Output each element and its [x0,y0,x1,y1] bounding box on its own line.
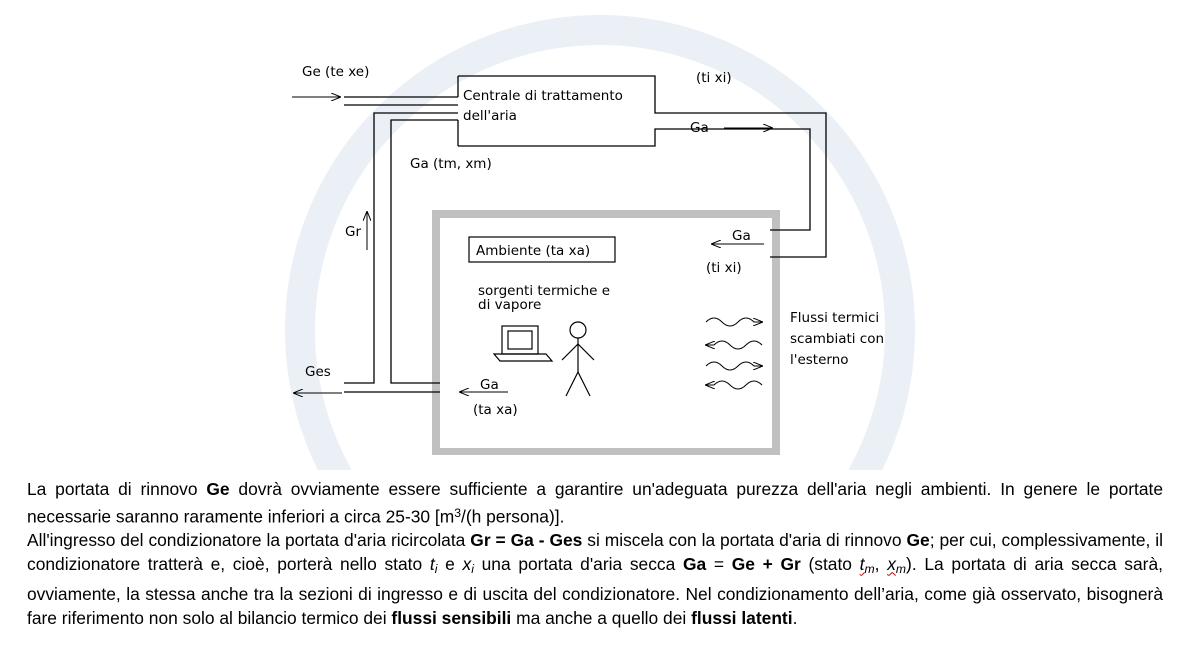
label-ti-xi-room: (ti xi) [706,260,742,276]
text-segment: /(h persona)]. [461,506,565,527]
text-segment: ). La portata di aria secca sarà, ovviam… [27,554,1163,628]
text-segment: All'ingresso del condizionatore la porta… [27,530,471,551]
text-segment: si miscela con la portata d'aria di rinn… [582,530,907,551]
flux-line-3: l'esterno [790,352,849,368]
label-ga-tm: Ga (tm, xm) [410,156,492,172]
term-ga: Ga [682,554,707,575]
plant-box [458,75,827,258]
ambiente-label: Ambiente (ta xa) [476,243,590,259]
paragraph-2: All'ingresso del condizionatore la porta… [27,528,1163,629]
subscript: m [864,562,875,577]
air-conditioning-diagram: Ge (te xe) Centrale di trattamento dell'… [285,15,915,470]
formula-gr: Gr = Ga - Ges [470,530,583,551]
subscript: i [434,562,438,577]
label-ta-xa-exhaust: (ta xa) [473,402,518,418]
sources-line-1: sorgenti termiche e [478,283,610,299]
label-ge: Ge (te xe) [302,64,369,80]
label-ga-exhaust: Ga [480,377,499,393]
text-segment: una portata d'aria secca [473,554,683,575]
term-ge: Ge [906,530,930,551]
var-tm: tm [859,554,875,577]
text-segment: ma anche a quello dei [511,607,692,628]
text-segment: La portata di rinnovo [27,479,207,499]
computer-icon [492,325,554,362]
term-ge: Ge [206,479,230,499]
label-ges: Ges [305,364,331,380]
var-x: x [462,554,472,575]
text-segment: . [792,607,798,628]
var-x: x [887,554,896,575]
subscript: i [471,562,474,577]
text-segment: (stato [800,554,860,575]
var-xm: xm [887,554,907,577]
text-segment: ; per cui, complessivamente, il condizio… [27,530,1164,575]
watermark [285,15,915,470]
ambiente-box [468,236,616,263]
text-segment: dovrà ovviamente essere sufficiente a ga… [27,479,1164,527]
formula-ga: Ge + Gr [731,554,801,575]
label-ga-in: Ga [732,228,751,244]
label-gr: Gr [345,224,361,240]
text-segment: e [437,554,463,575]
label-ti-xi-top: (ti xi) [696,70,732,86]
recirc-duct-outer [344,112,458,384]
text-segment: = [706,554,732,575]
paragraph-1: La portata di rinnovo Ge dovrà ovviament… [27,477,1163,528]
plant-title-2: dell'aria [463,108,517,124]
subscript: m [895,562,907,577]
var-t: t [859,554,865,575]
term-flussi-sensibili: flussi sensibili [391,607,512,628]
plant-title-1: Centrale di trattamento [463,88,623,104]
var-t: t [429,554,435,575]
label-ga-out: Ga [690,120,709,136]
explanation-text: La portata di rinnovo Ge dovrà ovviament… [27,477,1163,630]
flux-line-1: Flussi termici [790,310,879,326]
heat-flux-arrows [706,317,762,390]
superscript: 3 [454,506,461,520]
flux-line-2: scambiati con [790,331,884,347]
sources-line-2: di vapore [478,297,541,313]
text-segment: , [874,554,888,575]
person-icon [561,321,595,397]
term-flussi-latenti: flussi latenti [691,607,793,628]
recirc-duct-inner [390,119,458,384]
